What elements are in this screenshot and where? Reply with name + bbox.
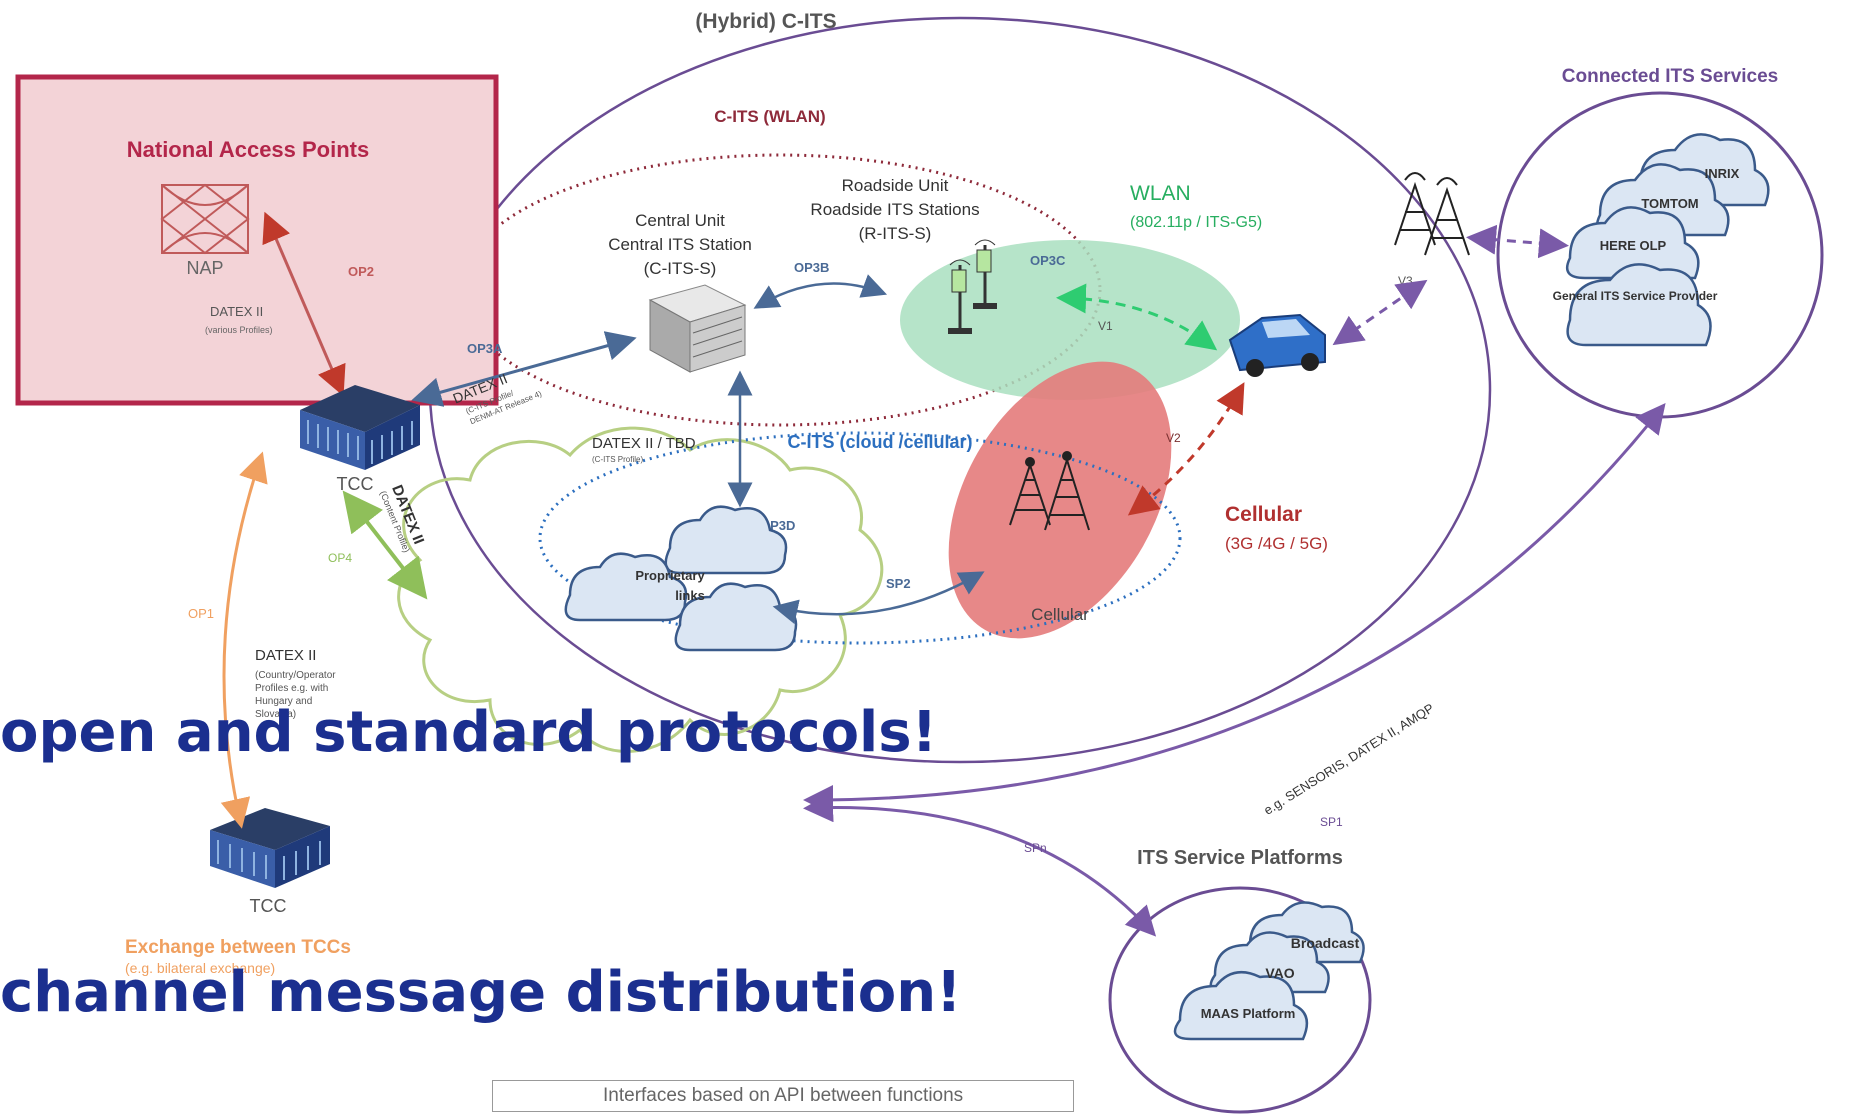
op1-label: OP1 bbox=[188, 606, 214, 621]
nap-datex: DATEX II bbox=[210, 304, 263, 319]
central-unit-line3: (C-ITS-S) bbox=[644, 259, 717, 278]
op3b-label: OP3B bbox=[794, 260, 829, 275]
op3a-arrow bbox=[411, 331, 637, 407]
cellular-title: Cellular bbox=[1225, 503, 1302, 526]
country-datex: DATEX II bbox=[255, 647, 316, 664]
exchange-title: Exchange between TCCs bbox=[125, 937, 351, 958]
v3-label: V3 bbox=[1398, 274, 1413, 288]
connected-its-heading: Connected ITS Services bbox=[1562, 66, 1778, 87]
op1-arrow bbox=[220, 451, 268, 829]
v1-label: V1 bbox=[1098, 319, 1113, 333]
country-note3: Hungary and bbox=[255, 696, 312, 707]
platform-vao: VAO bbox=[1265, 965, 1294, 981]
tbd-label: DATEX II / TBD bbox=[592, 435, 696, 452]
op3c-label: OP3C bbox=[1030, 253, 1066, 268]
country-note4: Slovakia) bbox=[255, 709, 296, 720]
service-cloud-icons bbox=[1565, 133, 1770, 347]
wlan-title: WLAN bbox=[1130, 182, 1191, 205]
exchange-sub: (e.g. bilateral exchange) bbox=[125, 960, 275, 976]
op2-label: OP2 bbox=[348, 264, 374, 279]
sp1-label: SP1 bbox=[1320, 815, 1343, 829]
v3-tower-icon bbox=[1394, 172, 1470, 256]
v3-services-arrow bbox=[1466, 224, 1569, 259]
nap-highlight-box bbox=[15, 74, 499, 406]
spn-label: SPn bbox=[1024, 841, 1047, 855]
legend-text: Interfaces based on API between function… bbox=[603, 1085, 964, 1106]
roadside-unit-line2: Roadside ITS Stations bbox=[810, 200, 979, 219]
v3-car-arrow bbox=[1332, 279, 1428, 346]
cits-wlan-label: C-ITS (WLAN) bbox=[714, 107, 825, 126]
roadside-unit-line1: Roadside Unit bbox=[842, 176, 949, 195]
service-tomtom: TOMTOM bbox=[1641, 196, 1698, 211]
diagram-title: (Hybrid) C-ITS bbox=[695, 10, 836, 33]
platform-cloud-icons bbox=[1173, 901, 1365, 1041]
roadside-antenna-icon bbox=[948, 239, 997, 334]
platform-broadcast: Broadcast bbox=[1291, 935, 1360, 951]
legend-box: Interfaces based on API between function… bbox=[492, 1080, 1074, 1112]
country-note1: (Country/Operator bbox=[255, 670, 336, 681]
tcc-top-building-icon bbox=[300, 385, 420, 470]
proprietary-label2: links bbox=[675, 588, 705, 603]
op3b-arrow bbox=[753, 274, 888, 309]
its-platforms-circle bbox=[1108, 886, 1372, 1114]
nap-label: NAP bbox=[186, 258, 223, 278]
hybrid-cits-ellipse bbox=[428, 16, 1492, 764]
nap-icon bbox=[160, 183, 250, 255]
roadside-unit-line3: (R-ITS-S) bbox=[859, 224, 932, 243]
server-icon bbox=[648, 284, 747, 373]
overlay-line-2: channel message distribution! bbox=[0, 960, 962, 1025]
op4-label: OP4 bbox=[328, 551, 352, 565]
platform-maas: MAAS Platform bbox=[1201, 1006, 1296, 1021]
country-note2: Profiles e.g. with bbox=[255, 683, 328, 694]
central-unit-line2: Central ITS Station bbox=[608, 235, 752, 254]
tcc-bottom-label: TCC bbox=[250, 896, 287, 916]
proprietary-cloud-icons bbox=[564, 505, 798, 652]
central-unit-line1: Central Unit bbox=[635, 211, 725, 230]
overlay-line-1: open and standard protocols! bbox=[0, 700, 938, 765]
spn-arrow bbox=[803, 792, 1157, 937]
v1-arrow bbox=[1056, 283, 1218, 351]
sp1-note: e.g. SENSORIS, DATEX II, AMQP bbox=[1261, 700, 1437, 817]
its-platforms-heading: ITS Service Platforms bbox=[1137, 847, 1343, 869]
sp1-arrow bbox=[803, 402, 1666, 815]
op4-arrow bbox=[342, 490, 428, 600]
nap-heading: National Access Points bbox=[127, 137, 369, 162]
service-general: General ITS Service Provider bbox=[1553, 289, 1718, 303]
cellular-sub: (3G /4G / 5G) bbox=[1225, 534, 1328, 553]
proprietary-label1: Proprietary bbox=[635, 568, 705, 583]
car-icon bbox=[1228, 313, 1326, 377]
tbd-note: (C-ITS Profile) bbox=[592, 455, 643, 464]
tcc-bottom-building-icon bbox=[210, 808, 330, 888]
nap-datex-note: (various Profiles) bbox=[205, 325, 273, 335]
v2-label: V2 bbox=[1166, 431, 1181, 445]
op3a-label: OP3A bbox=[467, 341, 503, 356]
tcc-top-label: TCC bbox=[337, 474, 374, 494]
op2-arrow bbox=[262, 211, 346, 397]
service-inrix: INRIX bbox=[1705, 166, 1740, 181]
cellular-label: Cellular bbox=[1031, 605, 1089, 624]
cits-cloud-label: C-ITS (cloud /cellular) bbox=[787, 432, 972, 452]
sp2-label: SP2 bbox=[886, 576, 911, 591]
service-here: HERE OLP bbox=[1600, 238, 1667, 253]
wlan-sub: (802.11p / ITS-G5) bbox=[1130, 214, 1262, 231]
